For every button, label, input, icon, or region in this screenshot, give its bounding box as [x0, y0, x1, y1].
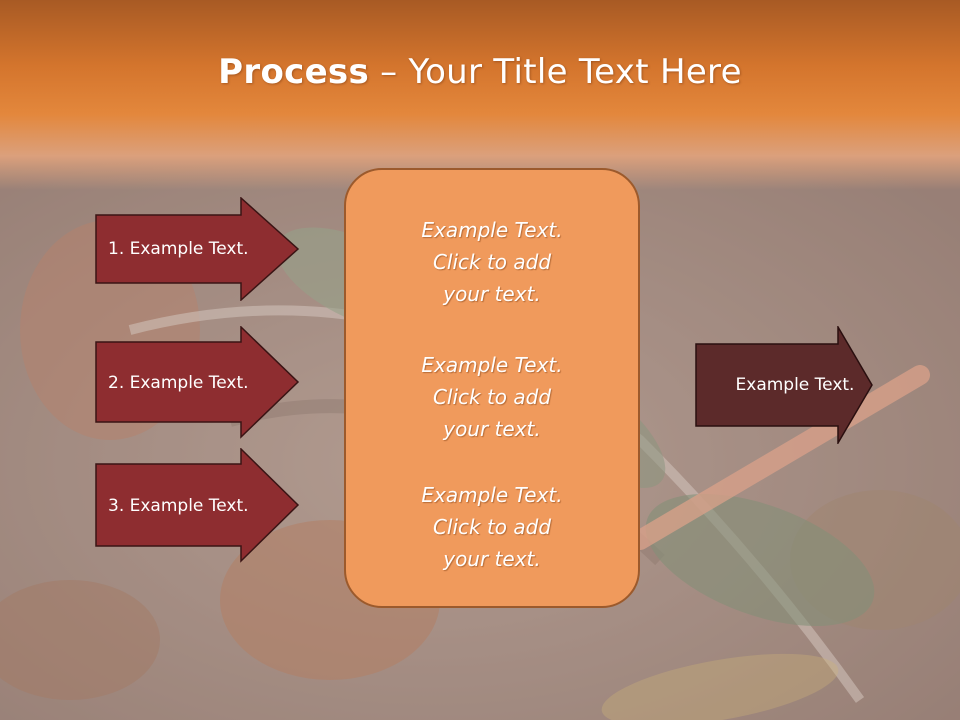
arrow-3[interactable]: 3. Example Text.	[95, 448, 301, 563]
text-line: Click to add	[432, 515, 552, 539]
arrow-1[interactable]: 1. Example Text.	[95, 197, 301, 301]
title-rest: – Your Title Text Here	[369, 52, 742, 92]
arrow-shape	[95, 448, 300, 563]
text-line: Click to add	[432, 385, 552, 409]
arrow-2[interactable]: 2. Example Text.	[95, 326, 301, 439]
text-line: Example Text.	[421, 218, 563, 242]
text-line: your text.	[443, 282, 541, 306]
arrow-label: 2. Example Text.	[108, 372, 249, 393]
text-line: your text.	[443, 547, 541, 571]
arrow-label: Example Text.	[735, 375, 855, 395]
text-block-2[interactable]: Example Text. Click to add your text.	[346, 349, 638, 445]
arrow-label: 3. Example Text.	[108, 495, 249, 516]
arrow-shape	[95, 326, 300, 439]
page-title: Process – Your Title Text Here	[0, 52, 960, 92]
text-block-3[interactable]: Example Text. Click to add your text.	[346, 479, 638, 575]
arrow-shape	[95, 197, 300, 301]
title-bold: Process	[218, 52, 370, 92]
arrow-shape	[695, 326, 873, 444]
text-line: Example Text.	[421, 353, 563, 377]
header-band	[0, 0, 960, 190]
right-arrow[interactable]: Example Text.	[695, 326, 875, 444]
arrow-label: 1. Example Text.	[108, 239, 249, 259]
center-text-box[interactable]: Example Text. Click to add your text. Ex…	[344, 168, 640, 608]
text-block-1[interactable]: Example Text. Click to add your text.	[346, 214, 638, 310]
text-line: Click to add	[432, 250, 552, 274]
text-line: Example Text.	[421, 483, 563, 507]
text-line: your text.	[443, 417, 541, 441]
